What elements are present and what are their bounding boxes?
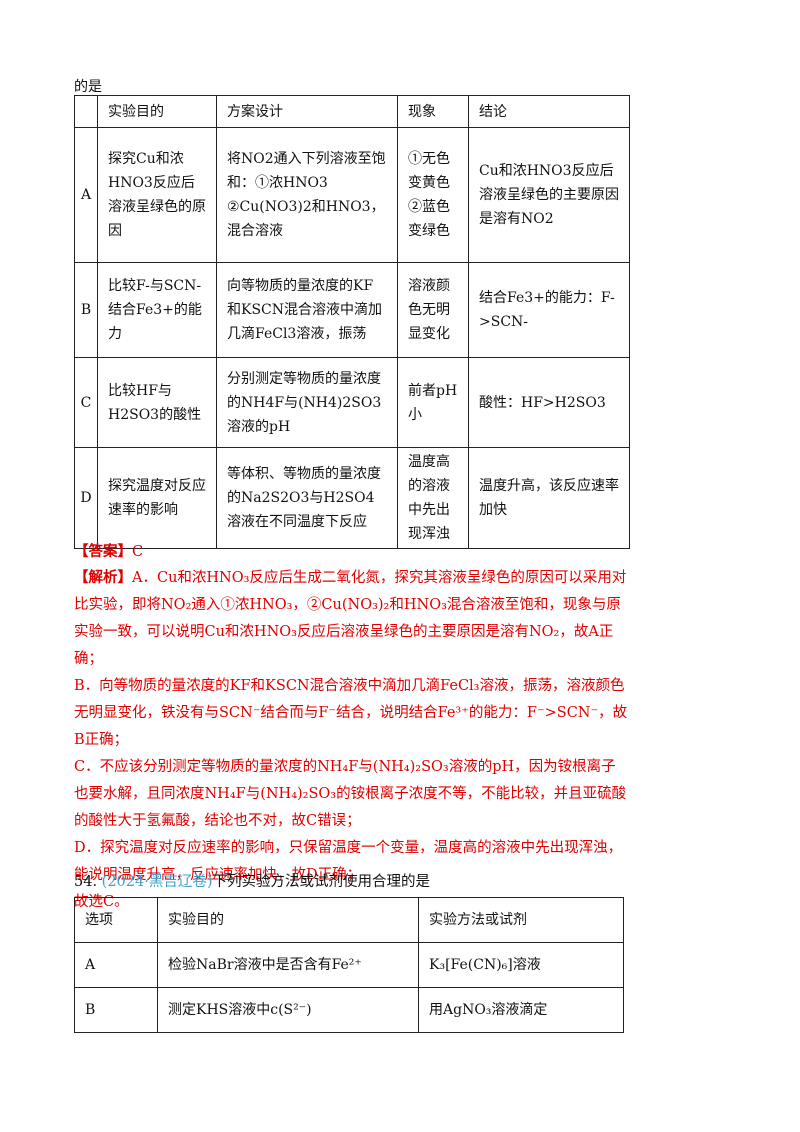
experiment-table-53: 实验目的 方案设计 现象 结论 A 探究Cu和浓HNO3反应后溶液呈绿色的原因 …: [74, 95, 630, 549]
table-header-row: 实验目的 方案设计 现象 结论: [74, 95, 630, 128]
analysis-label: 【解析】: [74, 569, 132, 586]
answer-label: 【答案】: [74, 543, 132, 560]
row-design: 向等物质的量浓度的KF和KSCN混合溶液中滴加几滴FeCl3溶液，振荡: [216, 262, 398, 358]
analysis-d: D．探究温度对反应速率的影响，只保留温度一个变量，温度高的溶液中先出现浑浊，能说…: [74, 840, 623, 883]
header-option: [74, 95, 98, 128]
row-option: D: [74, 447, 98, 549]
row-purpose: 比较HF与H2SO3的酸性: [97, 357, 217, 448]
row-purpose: 探究温度对反应速率的影响: [97, 447, 217, 549]
header-purpose: 实验目的: [157, 897, 419, 943]
row-conclusion: 结合Fe3+的能力：F->SCN-: [468, 262, 630, 358]
row-conclusion: 温度升高，该反应速率加快: [468, 447, 630, 549]
row-design: 等体积、等物质的量浓度的Na2S2O3与H2SO4溶液在不同温度下反应: [216, 447, 398, 549]
row-phenomenon: 前者pH小: [397, 357, 469, 448]
header-purpose: 实验目的: [97, 95, 217, 128]
row-design: 分别测定等物质的量浓度的NH4F与(NH4)2SO3溶液的pH: [216, 357, 398, 448]
header-option: 选项: [74, 897, 158, 943]
table-row: B 比较F-与SCN-结合Fe3+的能力 向等物质的量浓度的KF和KSCN混合溶…: [74, 262, 630, 358]
row-phenomenon: 溶液颜色无明显变化: [397, 262, 469, 358]
row-phenomenon: 温度高的溶液中先出现浑浊: [397, 447, 469, 549]
question-source: (2024·黑吉辽卷): [101, 874, 213, 890]
row-option: A: [74, 942, 158, 988]
analysis-b: B．向等物质的量浓度的KF和KSCN混合溶液中滴加几滴FeCl₃溶液，振荡，溶液…: [74, 678, 628, 748]
header-conclusion: 结论: [468, 95, 630, 128]
experiment-table-54: 选项 实验目的 实验方法或试剂 A 检验NaBr溶液中是否含有Fe²⁺ K₃[F…: [74, 897, 624, 1033]
question-number: 54.: [74, 874, 98, 890]
row-option: B: [74, 262, 98, 358]
question-fragment: 的是: [74, 79, 102, 95]
analysis-c: C．不应该分别测定等物质的量浓度的NH₄F与(NH₄)₂SO₃溶液的pH，因为铵…: [74, 759, 627, 829]
header-design: 方案设计: [216, 95, 398, 128]
table-row: B 测定KHS溶液中c(S²⁻) 用AgNO₃溶液滴定: [74, 987, 624, 1033]
table-row: A 检验NaBr溶液中是否含有Fe²⁺ K₃[Fe(CN)₆]溶液: [74, 942, 624, 988]
row-method: K₃[Fe(CN)₆]溶液: [418, 942, 624, 988]
row-design: 将NO2通入下列溶液至饱和：①浓HNO3 ②Cu(NO3)2和HNO3，混合溶液: [216, 127, 398, 263]
row-option: B: [74, 987, 158, 1033]
row-conclusion: Cu和浓HNO3反应后溶液呈绿色的主要原因是溶有NO2: [468, 127, 630, 263]
row-phenomenon: ①无色变黄色 ②蓝色变绿色: [397, 127, 469, 263]
header-method: 实验方法或试剂: [418, 897, 624, 943]
answer-value: C: [132, 544, 144, 560]
row-purpose: 探究Cu和浓HNO3反应后溶液呈绿色的原因: [97, 127, 217, 263]
answer-line: 【答案】C: [74, 540, 143, 561]
row-purpose: 检验NaBr溶液中是否含有Fe²⁺: [157, 942, 419, 988]
analysis-block: 【解析】A．Cu和浓HNO₃反应后生成二氧化氮，探究其溶液呈绿色的原因可以采用对…: [74, 564, 630, 916]
table-row: C 比较HF与H2SO3的酸性 分别测定等物质的量浓度的NH4F与(NH4)2S…: [74, 357, 630, 448]
question-text: 下列实验方法或试剂使用合理的是: [212, 874, 431, 890]
row-purpose: 测定KHS溶液中c(S²⁻): [157, 987, 419, 1033]
table-row: A 探究Cu和浓HNO3反应后溶液呈绿色的原因 将NO2通入下列溶液至饱和：①浓…: [74, 127, 630, 263]
analysis-a-text: A．Cu和浓HNO₃反应后生成二氧化氮，探究其溶液呈绿色的原因可以采用对比实验，…: [74, 570, 627, 667]
row-purpose: 比较F-与SCN-结合Fe3+的能力: [97, 262, 217, 358]
row-conclusion: 酸性：HF>H2SO3: [468, 357, 630, 448]
row-option: A: [74, 127, 98, 263]
row-option: C: [74, 357, 98, 448]
table-row: D 探究温度对反应速率的影响 等体积、等物质的量浓度的Na2S2O3与H2SO4…: [74, 447, 630, 549]
row-method: 用AgNO₃溶液滴定: [418, 987, 624, 1033]
header-phenomenon: 现象: [397, 95, 469, 128]
table-header-row: 选项 实验目的 实验方法或试剂: [74, 897, 624, 943]
question-54: 54. (2024·黑吉辽卷)下列实验方法或试剂使用合理的是: [74, 870, 430, 891]
analysis-a: 【解析】A．Cu和浓HNO₃反应后生成二氧化氮，探究其溶液呈绿色的原因可以采用对…: [74, 564, 630, 673]
